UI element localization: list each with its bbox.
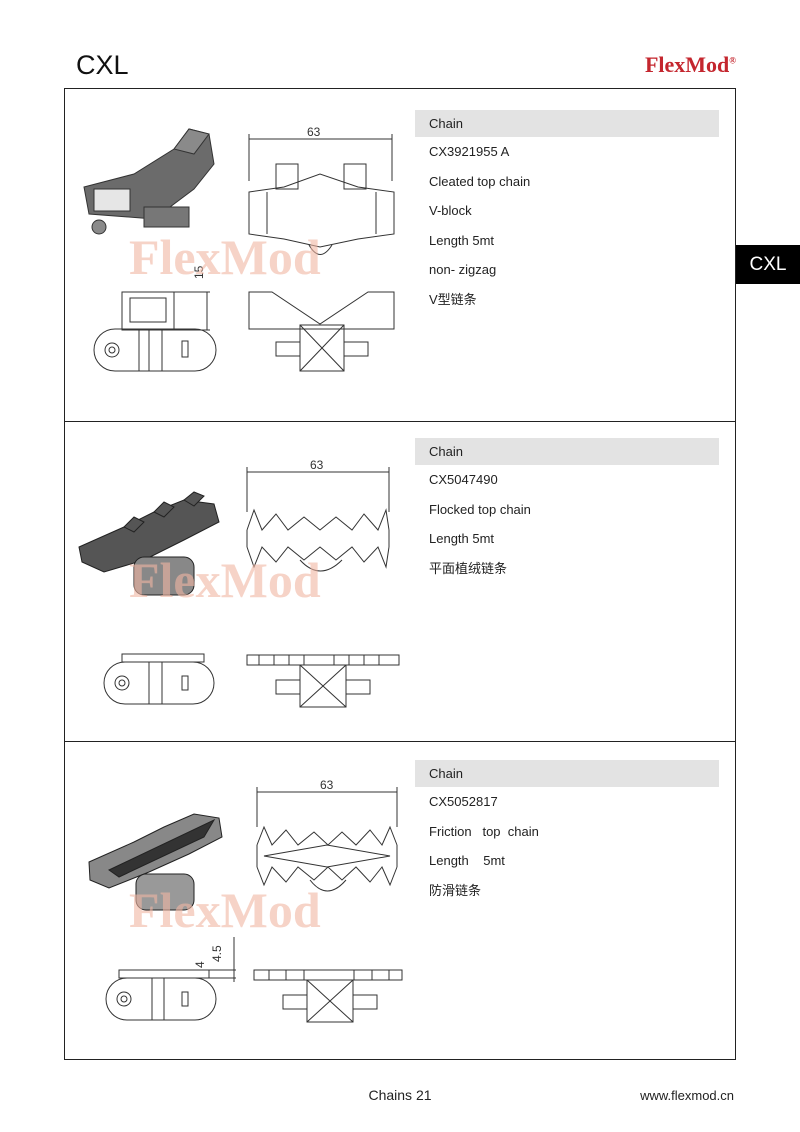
product-panel-2: 63 FlexMod Chain CX5047490 Flocked top c… — [64, 422, 736, 741]
product-name-cn: 防滑链条 — [429, 882, 482, 898]
panel-divider — [64, 421, 736, 422]
product-length: Length 5mt — [429, 232, 495, 248]
chain-side-view — [253, 969, 403, 1023]
product-type: Cleated top chain — [429, 173, 531, 189]
product-length: Length 5mt — [429, 531, 495, 546]
product-info-3: Chain CX5052817 Friction top chain Lengt… — [415, 760, 719, 905]
width-dimension: 63 — [310, 458, 324, 472]
product-pattern: non- zigzag — [429, 262, 497, 277]
chain-side-view — [246, 654, 400, 708]
product-panel-3: 4 4.5 63 FlexMod Chain CX505 — [64, 742, 736, 1060]
header-rule — [64, 88, 736, 89]
chain-3d-view — [83, 128, 215, 235]
chain-front-view — [93, 291, 217, 372]
chain-3d-view — [88, 813, 223, 911]
product-code: CX5047490 — [429, 472, 498, 487]
height-dimension: 15 — [192, 265, 206, 279]
chain-front-view — [105, 937, 236, 1021]
product-drawing-2: 63 FlexMod — [78, 458, 400, 708]
product-code: CX5052817 — [429, 794, 498, 809]
info-heading: Chain — [415, 110, 719, 137]
section-tab[interactable]: CXL — [736, 245, 800, 284]
chain-top-view — [246, 467, 390, 572]
chain-front-view — [103, 653, 215, 705]
product-panel-1: 15 63 FlexMod Chain CX3921955 A Cleated — [64, 89, 736, 421]
product-name-cn: 平面植绒链条 — [429, 560, 508, 576]
watermark: FlexMod — [129, 552, 321, 608]
cleat-dimension: 4 — [193, 961, 207, 968]
chain-side-view — [248, 291, 395, 372]
brand-logo: FlexMod® — [644, 52, 736, 77]
product-code: CX3921955 A — [429, 144, 510, 159]
product-name-cn: V型链条 — [429, 291, 477, 307]
chain-top-view — [248, 134, 395, 255]
chain-3d-view — [78, 491, 220, 596]
product-type: Friction top chain — [429, 823, 539, 839]
height-dimension: 4.5 — [210, 945, 224, 962]
page-number: Chains 21 — [368, 1087, 432, 1103]
width-dimension: 63 — [320, 778, 334, 792]
width-dimension: 63 — [307, 125, 321, 139]
panel-divider — [64, 741, 736, 742]
chain-top-view — [256, 787, 398, 892]
product-info-2: Chain CX5047490 Flocked top chain Length… — [415, 438, 719, 583]
watermark: FlexMod — [129, 229, 321, 285]
product-variant: V-block — [429, 203, 472, 218]
info-heading: Chain — [415, 438, 719, 465]
content-frame — [64, 89, 736, 1060]
product-type: Flocked top chain — [429, 501, 531, 517]
product-drawing-3: 4 4.5 63 FlexMod — [88, 778, 403, 1023]
product-drawing-1: 15 63 FlexMod — [83, 125, 395, 372]
website-link[interactable]: www.flexmod.cn — [640, 1088, 734, 1103]
info-heading: Chain — [415, 760, 719, 787]
product-info-1: Chain CX3921955 A Cleated top chain V-bl… — [415, 110, 719, 314]
page-title: CXL — [76, 50, 129, 80]
product-length: Length 5mt — [429, 853, 505, 868]
watermark: FlexMod — [129, 882, 321, 938]
